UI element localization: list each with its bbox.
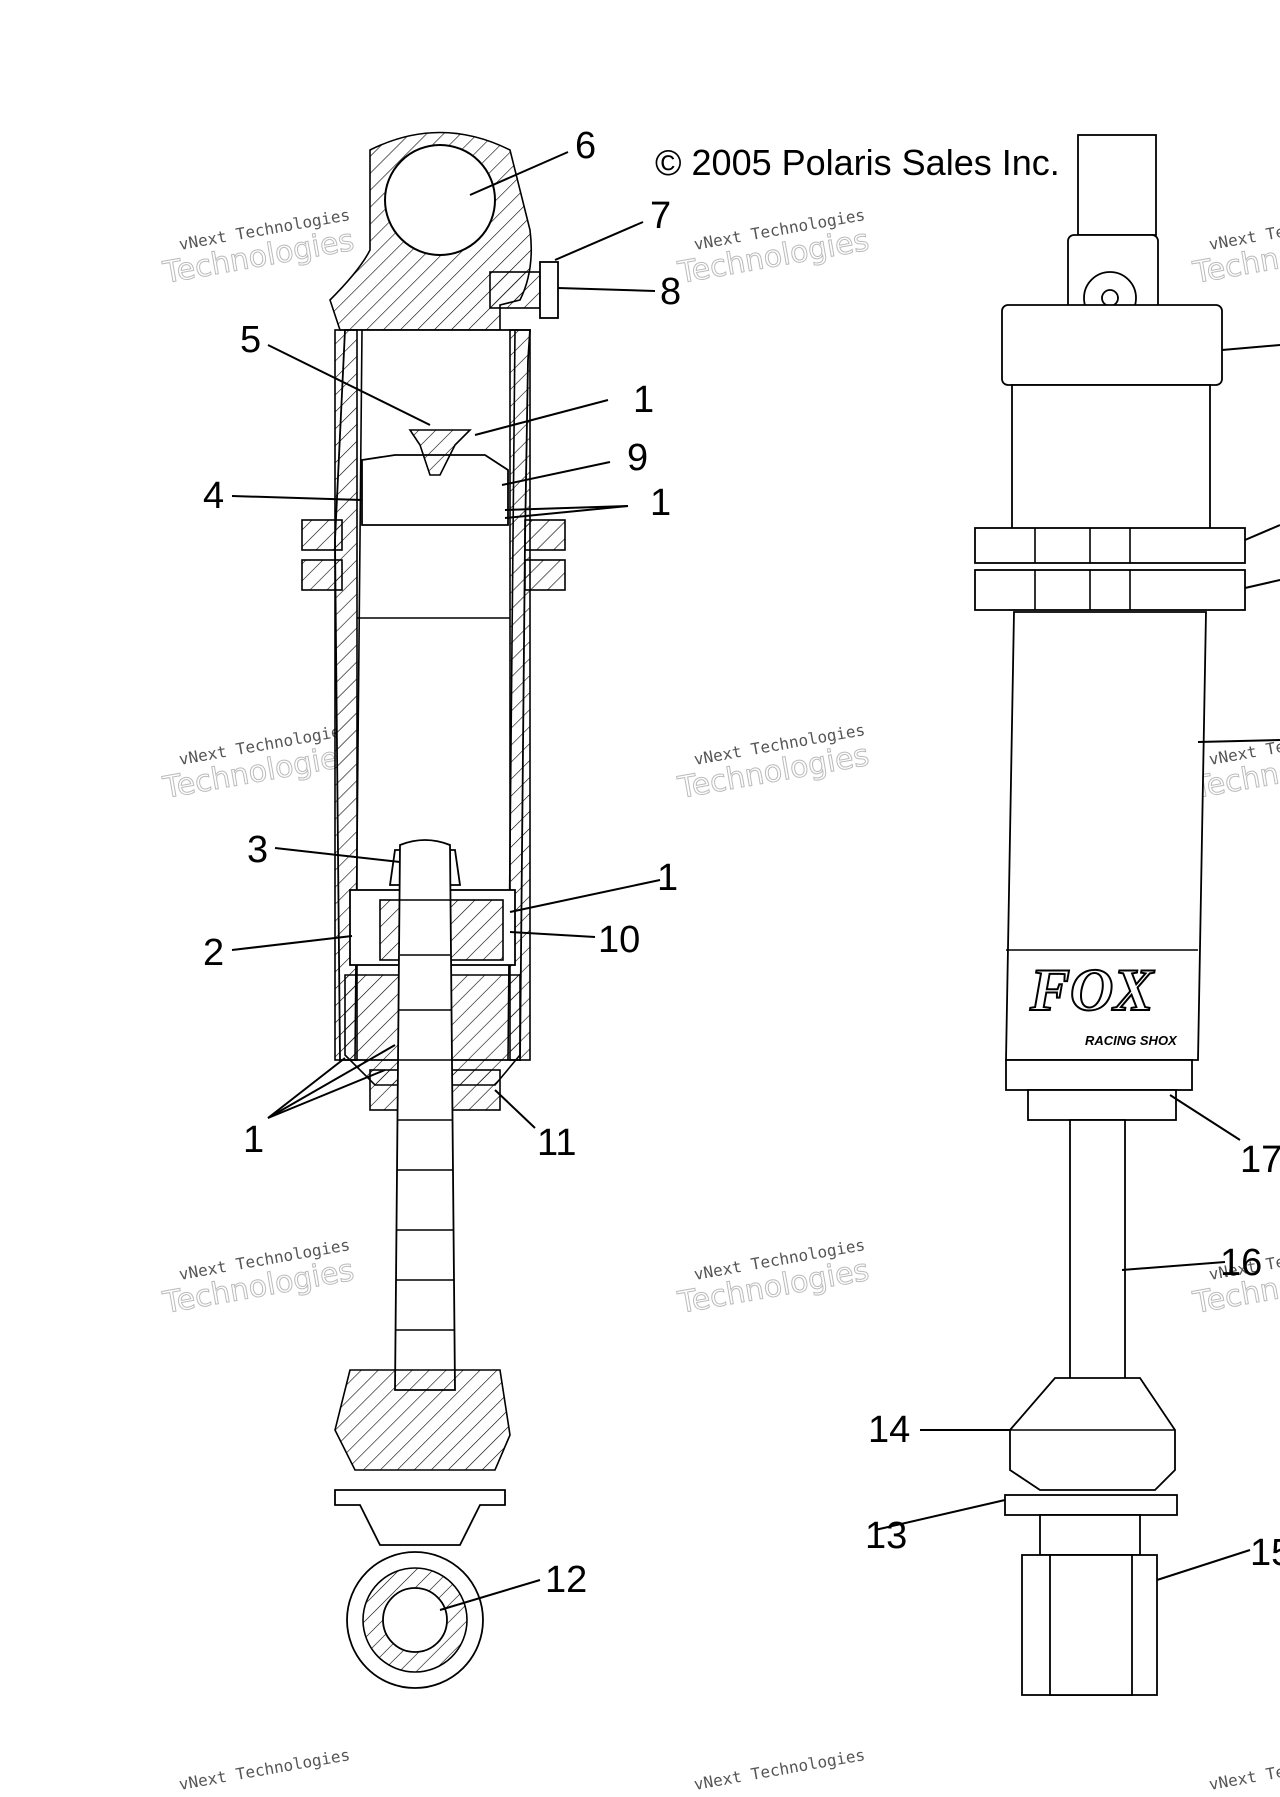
fox-logo-sub: RACING SHOX xyxy=(1085,1033,1178,1048)
cutaway-shock xyxy=(301,131,566,1689)
bottom-out-bumper xyxy=(334,1369,511,1471)
upper-body xyxy=(1011,384,1211,531)
seal-retainer xyxy=(1027,1089,1177,1121)
callout-10: 10 xyxy=(598,919,640,961)
bumper-cup xyxy=(334,1489,506,1546)
shaft-ext xyxy=(1069,1119,1126,1381)
callout-2: 2 xyxy=(203,932,224,974)
leader-lines xyxy=(231,151,1280,1611)
shaft xyxy=(394,839,456,1391)
main-body xyxy=(1005,611,1207,1061)
callout-labels: 6 7 8 5 1 9 4 1 3 1 2 10 1 11 12 17 16 1… xyxy=(203,125,1280,1601)
fill-valve xyxy=(408,429,472,476)
bumper-ext xyxy=(1009,1377,1176,1491)
preload-collar-lower xyxy=(974,569,1246,611)
copyright-notice: © 2005 Polaris Sales Inc. xyxy=(655,142,1060,183)
svg-text:vNext Technologies: vNext Technologies xyxy=(177,1745,351,1792)
callout-4: 4 xyxy=(203,475,224,517)
callout-16: 16 xyxy=(1220,1242,1262,1284)
callout-11: 11 xyxy=(537,1122,576,1164)
exterior-shock: FOX RACING SHOX xyxy=(974,134,1246,1696)
fox-logo: FOX xyxy=(1029,957,1155,1023)
callout-1-d: 1 xyxy=(243,1119,264,1161)
callout-15: 15 xyxy=(1250,1532,1280,1574)
callout-9: 9 xyxy=(627,437,648,479)
callout-12: 12 xyxy=(545,1559,587,1601)
reservoir-cap xyxy=(1001,304,1223,386)
callout-1-c: 1 xyxy=(657,857,678,899)
callout-5: 5 xyxy=(240,319,261,361)
body-wall-left xyxy=(334,329,358,1061)
callout-8: 8 xyxy=(660,271,681,313)
svg-text:vNext Technologies: vNext Technologies xyxy=(1207,1745,1280,1792)
callout-17: 17 xyxy=(1240,1139,1280,1181)
preload-collar-upper xyxy=(974,527,1246,564)
bleed-screw-head xyxy=(539,261,559,319)
callout-1-b: 1 xyxy=(650,482,671,524)
callout-14: 14 xyxy=(868,1409,910,1451)
bleed-screw xyxy=(489,271,541,309)
seal-head-cap xyxy=(1005,1059,1193,1091)
bumper-cup-ext xyxy=(1004,1494,1178,1516)
svg-text:vNext Technologies: vNext Technologies xyxy=(692,1745,866,1792)
callout-7: 7 xyxy=(650,195,671,237)
callout-6: 6 xyxy=(575,125,596,167)
body-wall-right xyxy=(509,329,531,1061)
callout-3: 3 xyxy=(247,829,268,871)
top-mount-stem xyxy=(1077,134,1157,236)
floating-piston xyxy=(361,454,509,526)
top-eye-bushing xyxy=(384,144,496,256)
callout-13: 13 xyxy=(865,1515,907,1557)
callout-1-a: 1 xyxy=(633,379,654,421)
